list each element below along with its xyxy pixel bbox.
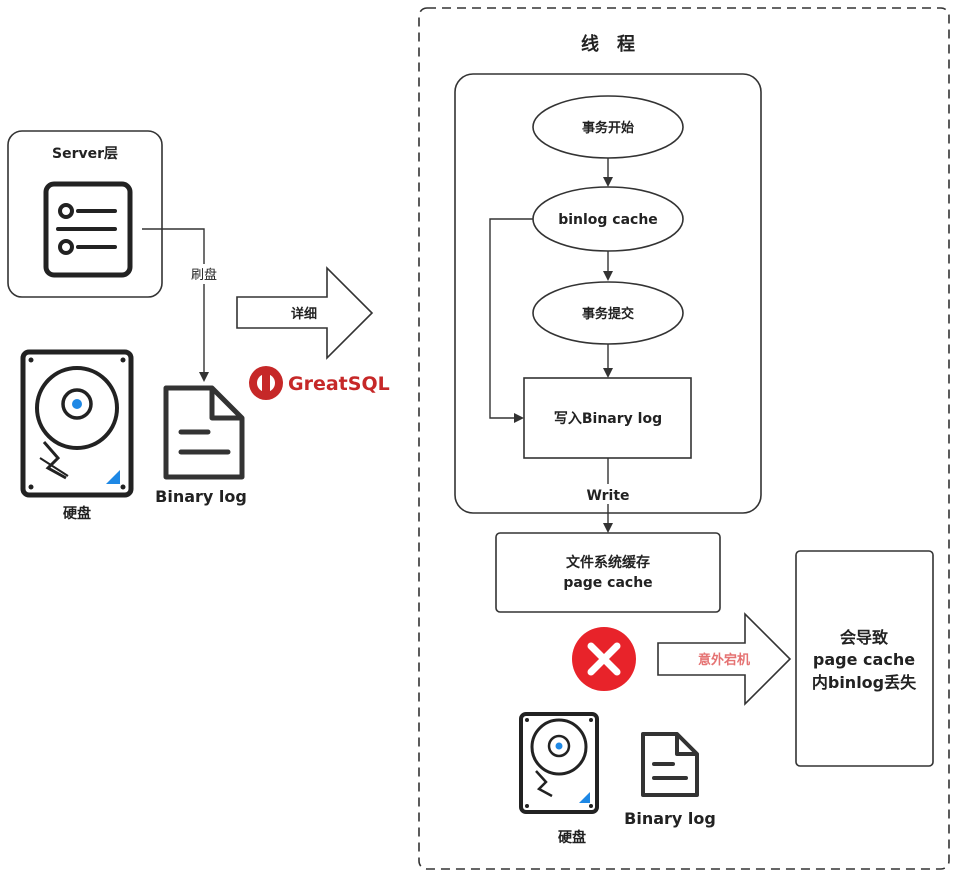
- disk-label-right: 硬盘: [558, 829, 586, 846]
- fs-cache-node: 文件系统缓存 page cache: [495, 532, 721, 613]
- edge-cache-bypass-to-write: [489, 218, 533, 423]
- result-line2: page cache: [813, 650, 915, 669]
- hard-disk-icon-left: [20, 349, 134, 498]
- detail-label: 详细: [291, 306, 317, 322]
- thread-title: 线 程: [581, 33, 635, 55]
- binlog-file-icon-left: [163, 385, 245, 480]
- fs-cache-line1: 文件系统缓存: [566, 554, 650, 571]
- thread-dashed-container: [418, 7, 950, 870]
- binlog-label-left: Binary log: [155, 487, 247, 506]
- greatsql-brand-name: GreatSQL: [288, 373, 390, 395]
- error-x-icon: [572, 627, 636, 691]
- binlog-cache-label: binlog cache: [558, 212, 658, 228]
- server-layer-label: Server层: [52, 146, 118, 162]
- tx-start-node: 事务开始: [532, 95, 684, 159]
- hard-disk-icon-right: [519, 712, 599, 814]
- greatsql-logo: GreatSQL: [249, 366, 390, 400]
- write-binlog-label: 写入Binary log: [554, 411, 662, 427]
- tx-commit-node: 事务提交: [532, 281, 684, 345]
- crash-block-arrow: 意外宕机: [657, 612, 792, 706]
- write-binlog-node: 写入Binary log: [523, 377, 692, 459]
- write-edge-label: Write: [586, 488, 629, 504]
- binlog-label-right: Binary log: [624, 809, 716, 828]
- detail-block-arrow: 详细: [236, 266, 374, 360]
- result-box: 会导致 page cache 内binlog丢失: [795, 550, 934, 767]
- tx-commit-label: 事务提交: [582, 306, 634, 322]
- settings-list-icon: [43, 181, 133, 278]
- result-line1: 会导致: [840, 628, 889, 647]
- tx-start-label: 事务开始: [582, 120, 634, 136]
- result-line3: 内binlog丢失: [812, 673, 917, 692]
- binlog-file-icon-right: [641, 732, 699, 797]
- disk-label-left: 硬盘: [63, 505, 91, 522]
- fs-cache-line2: page cache: [563, 575, 652, 591]
- binlog-cache-node: binlog cache: [532, 186, 684, 252]
- flush-label: 刷盘: [191, 267, 217, 283]
- flush-connector: 刷盘: [142, 228, 222, 382]
- crash-label: 意外宕机: [698, 652, 750, 668]
